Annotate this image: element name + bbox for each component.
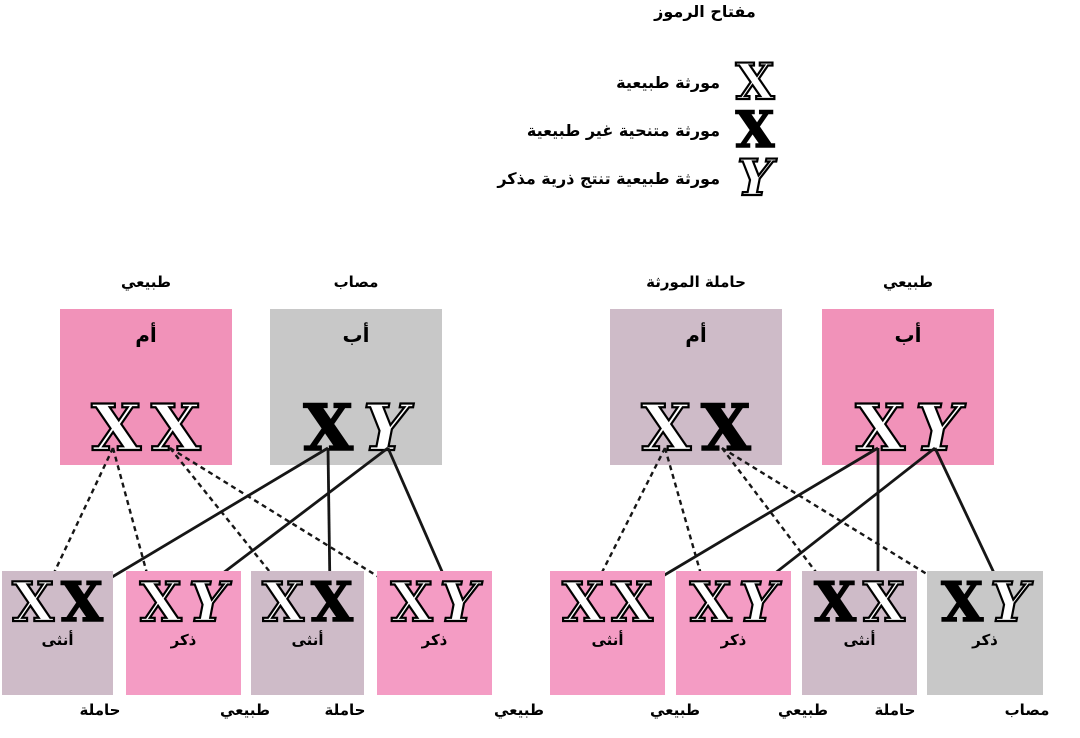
allele-symbol: Y	[914, 391, 962, 466]
parent-name-label: أب	[342, 323, 370, 347]
child-status-label: طبيعي	[493, 701, 545, 719]
legend-item-abnormal-allele: مورثة متنحية غير طبيعية X	[300, 100, 778, 159]
parent-name-label: أم	[685, 323, 707, 347]
mother-box-cross2: أم X X	[610, 309, 782, 465]
child-genotype: X Y	[940, 570, 1030, 634]
sex-label: أنثى	[291, 631, 324, 649]
child-status-label: طبيعي	[649, 701, 701, 719]
allele-symbol: X	[139, 570, 183, 634]
child-box-affected-son: X Y ذكر	[927, 571, 1043, 695]
y-allele-icon: Y	[736, 148, 774, 207]
allele-symbol: X	[640, 391, 692, 466]
legend-item-label: مورثة طبيعية	[616, 72, 720, 92]
legend-item-normal-allele: مورثة طبيعية X	[300, 52, 778, 111]
parent-genotype: X X	[60, 391, 232, 466]
child-box-carrier-daughter: X X أنثى	[2, 571, 113, 695]
allele-symbol: X	[689, 570, 733, 634]
child-status-label: طبيعي	[777, 701, 829, 719]
allele-symbol: Y	[738, 570, 779, 634]
allele-symbol: X	[310, 570, 354, 634]
child-genotype: X Y	[390, 570, 480, 634]
allele-symbol: X	[854, 391, 906, 466]
child-status-label: طبيعي	[219, 701, 271, 719]
child-genotype: X Y	[689, 570, 779, 634]
allele-symbol: X	[390, 570, 434, 634]
legend-item-label: مورثة متنحية غير طبيعية	[526, 120, 720, 140]
allele-symbol: X	[90, 391, 142, 466]
sex-label: ذكر	[972, 631, 998, 649]
sex-label: أنثى	[41, 631, 74, 649]
child-box-normal-son: X Y ذكر	[126, 571, 241, 695]
allele-symbol: X	[700, 391, 751, 466]
child-status-label: حاملة	[324, 701, 366, 719]
abnormal-x-allele-icon: X	[735, 100, 775, 159]
parent-genotype: X Y	[822, 391, 994, 466]
status-label-father-affected: مصاب	[333, 273, 379, 291]
allele-symbol: X	[303, 391, 354, 466]
child-genotype: X X	[561, 570, 654, 634]
sex-label: أنثى	[843, 631, 876, 649]
allele-symbol: Y	[439, 570, 480, 634]
legend-title: مفتاح الرموز	[654, 2, 756, 21]
normal-x-allele-icon: X	[734, 52, 775, 111]
allele-symbol: X	[561, 570, 605, 634]
parent-genotype: X X	[610, 391, 782, 466]
child-box-normal-son: X Y ذكر	[676, 571, 791, 695]
sex-label: ذكر	[421, 631, 448, 649]
father-box-cross1: أب X Y	[270, 309, 442, 465]
allele-symbol: Y	[362, 391, 410, 466]
child-status-label: حاملة	[874, 701, 916, 719]
parent-genotype: X Y	[270, 391, 442, 466]
allele-symbol: X	[261, 570, 305, 634]
mother-box-cross1: أم X X	[60, 309, 232, 465]
parent-name-label: أب	[894, 323, 922, 347]
sex-label: أنثى	[591, 631, 624, 649]
child-genotype: X X	[11, 570, 104, 634]
child-genotype: X X	[813, 570, 906, 634]
allele-symbol: Y	[188, 570, 229, 634]
allele-symbol: X	[11, 570, 55, 634]
allele-symbol: X	[813, 570, 857, 634]
allele-symbol: X	[610, 570, 654, 634]
legend-item-y-allele: مورثة طبيعية تنتج ذرية مذكر Y	[300, 148, 778, 207]
father-box-cross2: أب X Y	[822, 309, 994, 465]
allele-symbol: Y	[989, 570, 1030, 634]
status-label-mother-normal: طبيعي	[120, 273, 172, 291]
child-box-normal-daughter: X X أنثى	[550, 571, 665, 695]
child-genotype: X Y	[139, 570, 229, 634]
child-status-label: حاملة	[79, 701, 121, 719]
parent-name-label: أم	[135, 323, 157, 347]
status-label-mother-carrier: حاملة المورثة	[646, 273, 746, 291]
child-box-carrier-daughter: X X أنثى	[251, 571, 364, 695]
allele-symbol: X	[150, 391, 202, 466]
child-box-normal-son: X Y ذكر	[377, 571, 492, 695]
sex-label: ذكر	[720, 631, 747, 649]
child-status-label: مصاب	[1004, 701, 1050, 719]
legend-item-label: مورثة طبيعية تنتج ذرية مذكر	[497, 168, 720, 188]
child-box-carrier-daughter: X X أنثى	[802, 571, 917, 695]
allele-symbol: X	[60, 570, 104, 634]
allele-symbol: X	[862, 570, 906, 634]
allele-symbol: X	[940, 570, 984, 634]
child-genotype: X X	[261, 570, 354, 634]
sex-label: ذكر	[170, 631, 197, 649]
status-label-father-normal: طبيعي	[882, 273, 934, 291]
